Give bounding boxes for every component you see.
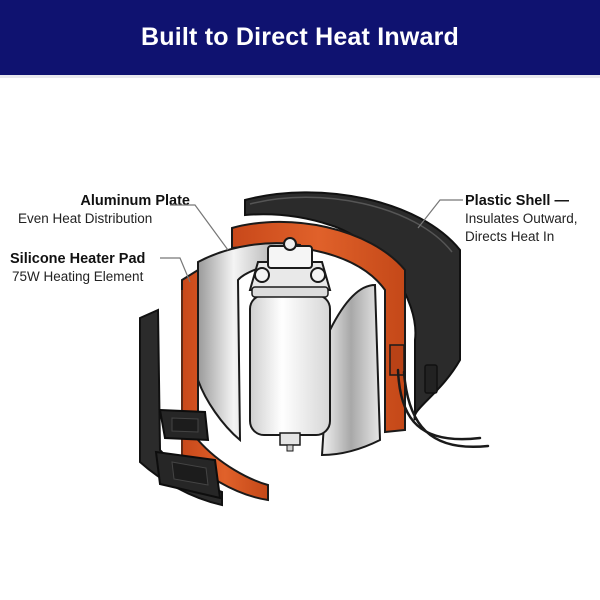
- callout-plastic-shell-title: Plastic Shell —: [465, 193, 569, 209]
- callout-aluminum-plate-sub: Even Heat Distribution: [18, 210, 198, 228]
- leader-plastic-shell: [417, 199, 463, 229]
- power-wires: [396, 368, 490, 449]
- header-banner: Built to Direct Heat Inward: [0, 0, 600, 78]
- fuel-filter-canister: [248, 237, 332, 452]
- aluminum-plate-back: [320, 283, 382, 457]
- callout-leaders: [160, 199, 463, 283]
- plastic-shell-back: [244, 191, 461, 421]
- callout-plastic-shell: Plastic Shell — Insulates Outward, Direc…: [465, 192, 600, 246]
- callout-aluminum-plate: Aluminum Plate: [30, 192, 190, 210]
- callout-plastic-shell-line2: Insulates Outward,: [465, 211, 578, 226]
- leader-silicone-pad: [160, 257, 191, 283]
- page-title: Built to Direct Heat Inward: [141, 23, 459, 51]
- callout-aluminum-plate-subtitle: Even Heat Distribution: [18, 211, 153, 226]
- callout-silicone-pad-title: Silicone Heater Pad: [10, 251, 146, 267]
- callout-silicone-pad-subtitle: 75W Heating Element: [12, 269, 144, 284]
- callout-plastic-shell-line3: Directs Heat In: [465, 229, 555, 244]
- callout-aluminum-plate-title: Aluminum Plate: [80, 193, 190, 209]
- callout-silicone-pad: Silicone Heater Pad 75W Heating Element: [10, 250, 190, 286]
- plastic-shell-front: [139, 308, 223, 507]
- leader-aluminum-plate: [170, 204, 229, 251]
